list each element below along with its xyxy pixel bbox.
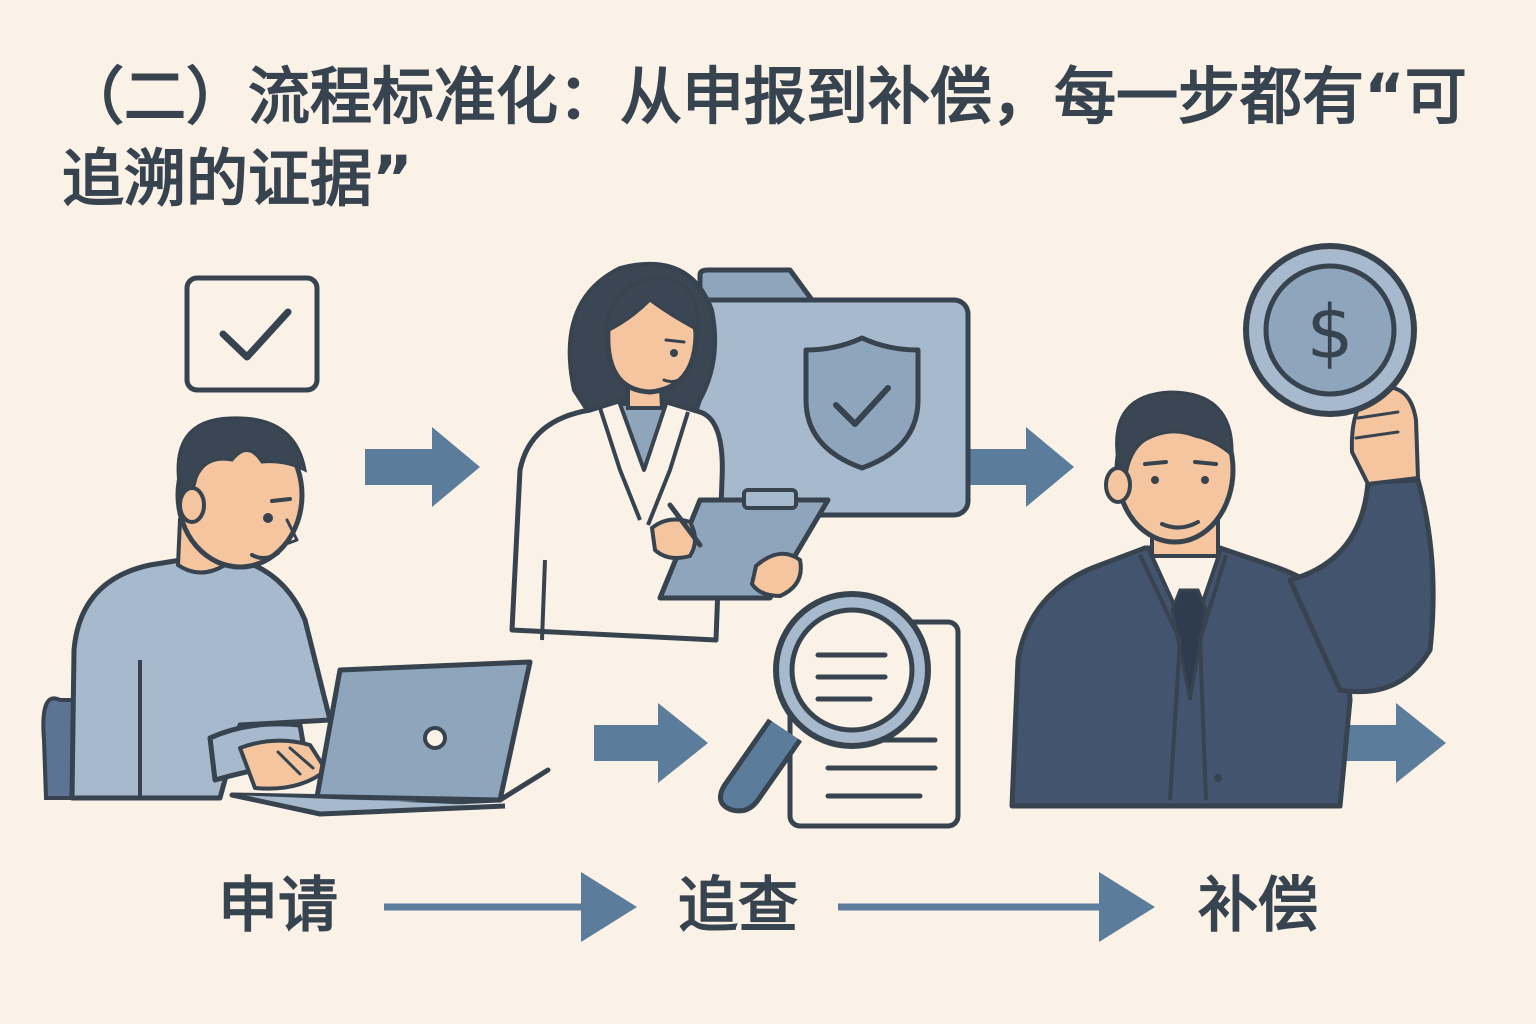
doctor-person — [509, 261, 831, 643]
page-title: （二）流程标准化：从申报到补偿，每一步都有“可追溯的证据” — [62, 60, 1467, 215]
step-label-apply: 申请 — [218, 871, 338, 941]
coin-symbol: $ — [1306, 290, 1353, 376]
step-label-trace: 追查 — [678, 871, 798, 941]
flow-arrow-2 — [970, 427, 1074, 507]
flow-arrow-4 — [1330, 703, 1446, 783]
step-label-compensate: 补偿 — [1198, 871, 1318, 941]
coin-dollar-icon: $ — [1243, 243, 1417, 417]
flow-arrow-1 — [365, 427, 480, 507]
applicant-person — [41, 416, 333, 801]
checkbox-icon — [184, 275, 320, 393]
laptop-icon — [229, 659, 551, 817]
flow-arrow-3 — [594, 703, 708, 783]
secure-folder-icon — [687, 267, 971, 518]
magnifier-document-icon — [717, 591, 961, 829]
businessman-person — [1009, 385, 1436, 809]
